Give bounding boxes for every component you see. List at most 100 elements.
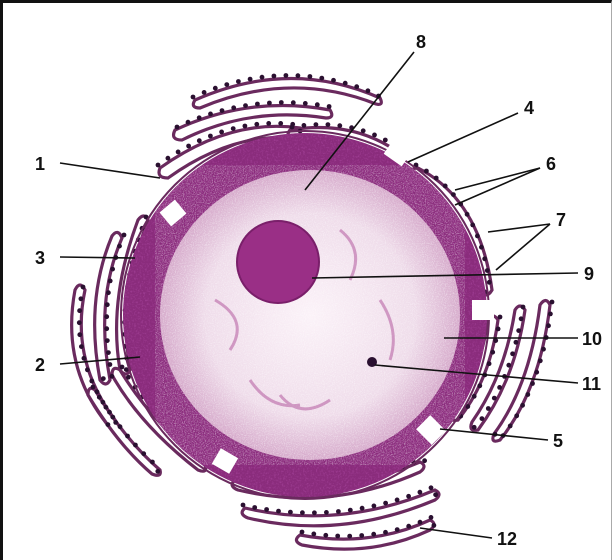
ribosome-dot [383, 530, 388, 535]
label-9: 9 [584, 264, 594, 284]
ribosome-dot [395, 527, 400, 532]
ribosome-dot [492, 396, 497, 401]
ribosome-dot [126, 375, 131, 380]
ribosome-dot [110, 267, 115, 272]
ribosome-dot [77, 308, 82, 313]
ribosome-dot [113, 420, 118, 425]
ribosome-dot [101, 400, 106, 405]
ribosome-dot [546, 323, 551, 328]
leader-3 [60, 257, 135, 258]
ribosome-dot [482, 256, 487, 261]
ribosome-dot [477, 383, 482, 388]
ribosome-dot [486, 406, 491, 411]
ribosome-dot [434, 176, 439, 181]
ribosome-dot [433, 492, 438, 497]
ribosome-dot [108, 362, 113, 367]
ribosome-dot [360, 506, 365, 511]
ribosome-dot [534, 370, 539, 375]
ribosome-dot [366, 88, 371, 93]
ribosome-dot [311, 532, 316, 537]
ribosome-dot [133, 443, 138, 448]
ribosome-dot [106, 422, 111, 427]
ribosome-dot [300, 510, 305, 515]
ribosome-dot [550, 300, 555, 305]
ribosome-dot [77, 320, 82, 325]
ribosome-dot [475, 234, 480, 239]
ribosome-dot [372, 133, 377, 138]
ribosome-dot [264, 507, 269, 512]
ribosome-dot [191, 95, 196, 100]
ribosome-dot [308, 74, 313, 79]
ribosome-dot [480, 416, 485, 421]
ribosome-dot [498, 315, 503, 320]
ribosome-dot [485, 268, 490, 273]
ribosome-dot [104, 405, 109, 410]
label-12: 12 [497, 529, 517, 549]
ribosome-dot [186, 120, 191, 125]
ribosome-dot [220, 108, 225, 113]
ribosome-dot [530, 381, 535, 386]
ribosome-dot [487, 361, 492, 366]
ribosome-dot [443, 184, 448, 189]
ribosome-dot [110, 415, 115, 420]
ribosome-dot [418, 490, 423, 495]
ribosome-dot [424, 169, 429, 174]
ribosome-dot [279, 100, 284, 105]
ribosome-dot [236, 79, 241, 84]
label-8: 8 [416, 32, 426, 52]
ribosome-dot [516, 328, 521, 333]
ribosome-dot [479, 245, 484, 250]
ribosome-dot [85, 367, 90, 372]
ribosome-dot [472, 425, 477, 430]
ribosome-dot [538, 358, 543, 363]
ribosome-dot [117, 244, 122, 249]
ribosome-dot [284, 73, 289, 78]
ribosome-dot [224, 82, 229, 87]
ribosome-dot [490, 350, 495, 355]
ribosome-dot [383, 501, 388, 506]
ribosome-dot [166, 156, 171, 161]
ribosome-dot [241, 503, 246, 508]
ribosome-dot [248, 77, 253, 82]
ribosome-dot [120, 365, 125, 370]
ribosome-dot [291, 100, 296, 105]
label-5: 5 [553, 431, 563, 451]
ribosome-dot [219, 130, 224, 135]
ribosome-dot [418, 520, 423, 525]
ribosome-dot [314, 122, 319, 127]
ribosome-dot [487, 280, 492, 285]
ribosome-dot [106, 350, 111, 355]
leader-7b [496, 224, 550, 270]
ribosome-dot [347, 534, 352, 539]
label-7: 7 [556, 210, 566, 230]
ribosome-dot [496, 327, 501, 332]
ribosome-dot [395, 498, 400, 503]
ribosome-dot [175, 125, 180, 130]
ribosome-dot [521, 305, 526, 310]
ribosome-dot [432, 523, 437, 528]
ribosome-dot [186, 144, 191, 149]
ribosome-dot [319, 76, 324, 81]
ribosome-dot [97, 395, 102, 400]
ribosome-dot [79, 296, 84, 301]
ribosome-dot [429, 485, 434, 490]
leader-12 [420, 528, 492, 538]
ribosome-dot [156, 163, 161, 168]
ribosome-dot [348, 508, 353, 513]
ribosome-dot [202, 90, 207, 95]
ribosome-dot [506, 363, 511, 368]
ribosome-dot [77, 332, 82, 337]
ribosome-dot [508, 424, 513, 429]
ribosome-dot [260, 75, 265, 80]
label-4: 4 [524, 98, 534, 118]
label-3: 3 [35, 248, 45, 268]
ribosome-dot [514, 413, 519, 418]
ribosome-dot [243, 103, 248, 108]
ribosome-dot [106, 290, 111, 295]
ribosome-dot [383, 138, 388, 143]
ribosome-dot [197, 138, 202, 143]
ribosome-dot [122, 233, 127, 238]
ribosome-dot [331, 78, 336, 83]
ribosome-dot [327, 104, 332, 109]
